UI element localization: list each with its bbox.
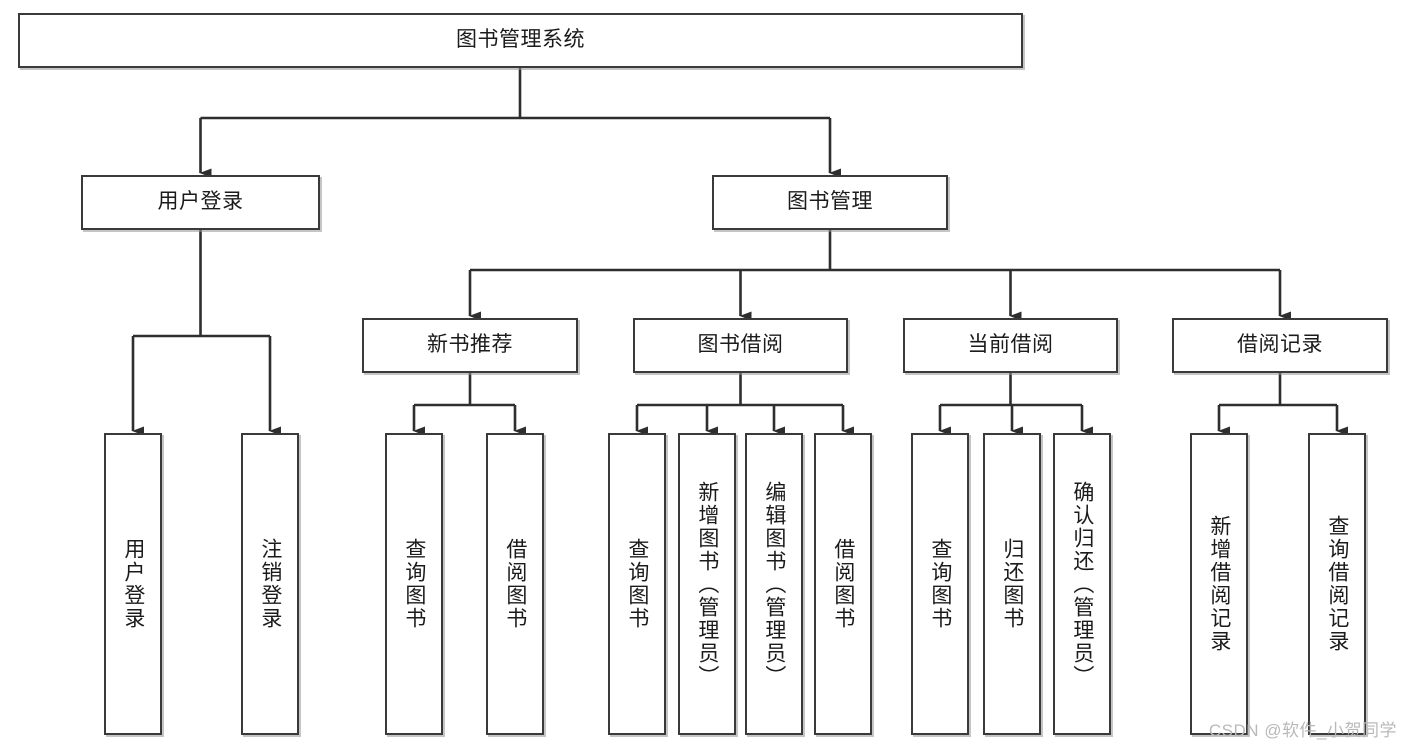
node-logout-action[interactable]: 注销登录 — [241, 433, 299, 735]
node-borrow-book-action-label: 借阅图书 — [831, 538, 855, 630]
node-new-book-recommend-label: 新书推荐 — [427, 333, 513, 357]
node-return-book-label: 归还图书 — [1000, 538, 1024, 630]
node-borrow-record[interactable]: 借阅记录 — [1172, 318, 1388, 373]
node-query-book-current[interactable]: 查询图书 — [911, 433, 969, 735]
node-query-book-borrow[interactable]: 查询图书 — [608, 433, 666, 735]
node-query-borrow-record-label: 查询借阅记录 — [1325, 515, 1349, 653]
node-add-borrow-record-label: 新增借阅记录 — [1207, 515, 1231, 653]
node-book-borrow-label: 图书借阅 — [697, 333, 784, 357]
node-confirm-return-admin[interactable]: 确认归还（管理员） — [1053, 433, 1111, 735]
node-book-manage[interactable]: 图书管理 — [712, 175, 948, 230]
node-current-borrow-label: 当前借阅 — [967, 333, 1054, 357]
node-query-book-borrow-label: 查询图书 — [625, 538, 649, 630]
node-root[interactable]: 图书管理系统 — [18, 13, 1023, 68]
node-user-login-action[interactable]: 用户登录 — [104, 433, 162, 735]
node-confirm-return-admin-label: 确认归还（管理员） — [1070, 480, 1094, 688]
node-borrow-record-label: 借阅记录 — [1237, 333, 1323, 357]
node-query-book-recommend-label: 查询图书 — [402, 538, 426, 630]
node-borrow-book-recommend-label: 借阅图书 — [503, 538, 527, 630]
node-add-book-admin-label: 新增图书（管理员） — [695, 480, 719, 688]
node-book-manage-label: 图书管理 — [787, 190, 873, 214]
node-root-label: 图书管理系统 — [456, 28, 585, 52]
node-current-borrow[interactable]: 当前借阅 — [903, 318, 1118, 373]
node-user-login-action-label: 用户登录 — [121, 538, 145, 630]
node-edit-book-admin-label: 编辑图书（管理员） — [762, 480, 786, 688]
node-user-login-label: 用户登录 — [157, 190, 244, 214]
node-book-borrow[interactable]: 图书借阅 — [633, 318, 848, 373]
node-query-borrow-record[interactable]: 查询借阅记录 — [1308, 433, 1366, 735]
node-borrow-book-recommend[interactable]: 借阅图书 — [486, 433, 544, 735]
node-borrow-book-action[interactable]: 借阅图书 — [814, 433, 872, 735]
node-logout-action-label: 注销登录 — [258, 538, 282, 630]
node-query-book-recommend[interactable]: 查询图书 — [385, 433, 443, 735]
node-new-book-recommend[interactable]: 新书推荐 — [362, 318, 578, 373]
node-user-login[interactable]: 用户登录 — [81, 175, 320, 230]
node-edit-book-admin[interactable]: 编辑图书（管理员） — [745, 433, 803, 735]
node-query-book-current-label: 查询图书 — [928, 538, 952, 630]
node-add-borrow-record[interactable]: 新增借阅记录 — [1190, 433, 1248, 735]
node-return-book[interactable]: 归还图书 — [983, 433, 1041, 735]
node-add-book-admin[interactable]: 新增图书（管理员） — [678, 433, 736, 735]
